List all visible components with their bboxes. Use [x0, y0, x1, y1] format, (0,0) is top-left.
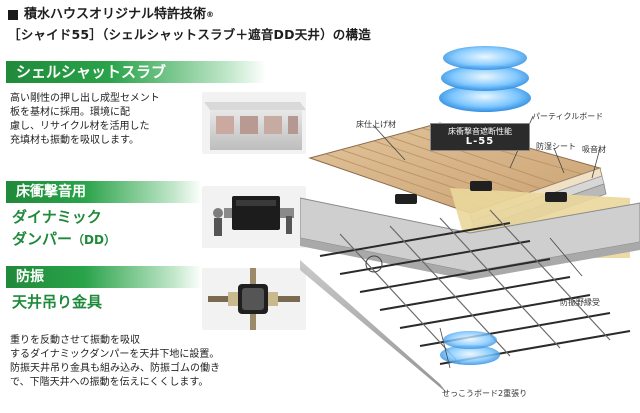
label-gypsum-board: せっこうボード2重張り: [442, 389, 528, 398]
label-ceiling-joist: 防振野縁受: [560, 298, 600, 307]
hanger-banner: 防振: [6, 266, 202, 288]
label-moisture-sheet: 防湿シート: [536, 142, 576, 151]
hanger-title-line1: 防振: [16, 269, 44, 285]
hanger-description: 重りを反動させて振動を吸収 するダイナミックダンパーを天井下地に設置。 防振天井…: [10, 335, 220, 388]
floor-layers: [300, 122, 640, 394]
header: 積水ハウスオリジナル特許技術® ［シャイド55］（シェルシャットスラブ＋遮音DD…: [8, 6, 428, 44]
damper-title-line1: 床衝撃音用: [16, 184, 86, 200]
structure-diagram: [300, 46, 640, 394]
label-floor-finish: 床仕上げ材: [356, 120, 396, 129]
sound-wave-lower-icon: [440, 331, 500, 365]
shell-slab-description: 高い剛性の押し出し成型セメント 板を基材に採用。環境に配 慮し、リサイクル材を活…: [10, 93, 160, 146]
label-sound-material: 吸音材: [582, 145, 606, 154]
shell-slab-title: シェルシャットスラブ: [16, 63, 167, 81]
damper-banner: 床衝撃音用: [6, 181, 202, 203]
label-particle-board: パーティクルボード: [532, 112, 604, 121]
damper-photo: [202, 186, 306, 248]
registered-mark: ®: [206, 10, 215, 19]
impact-sound-badge: 床衝撃音遮断性能 L-55: [430, 123, 530, 151]
shell-slab-banner: シェルシャットスラブ: [6, 61, 266, 83]
damper-title-line2: ダイナミック: [12, 208, 102, 226]
header-title: 積水ハウスオリジナル特許技術: [24, 7, 207, 22]
header-subtitle: ［シャイド55］（シェルシャットスラブ＋遮音DD天井）の構造: [8, 27, 371, 42]
bullet-square-icon: [8, 10, 18, 20]
hanger-photo: [202, 268, 306, 330]
hanger-title-line2: 天井吊り金具: [12, 293, 103, 311]
cement-board-photo: [202, 92, 306, 154]
damper-title-line3: ダンパー（DD）: [12, 230, 116, 248]
sound-wave-upper-icon: [439, 46, 531, 112]
